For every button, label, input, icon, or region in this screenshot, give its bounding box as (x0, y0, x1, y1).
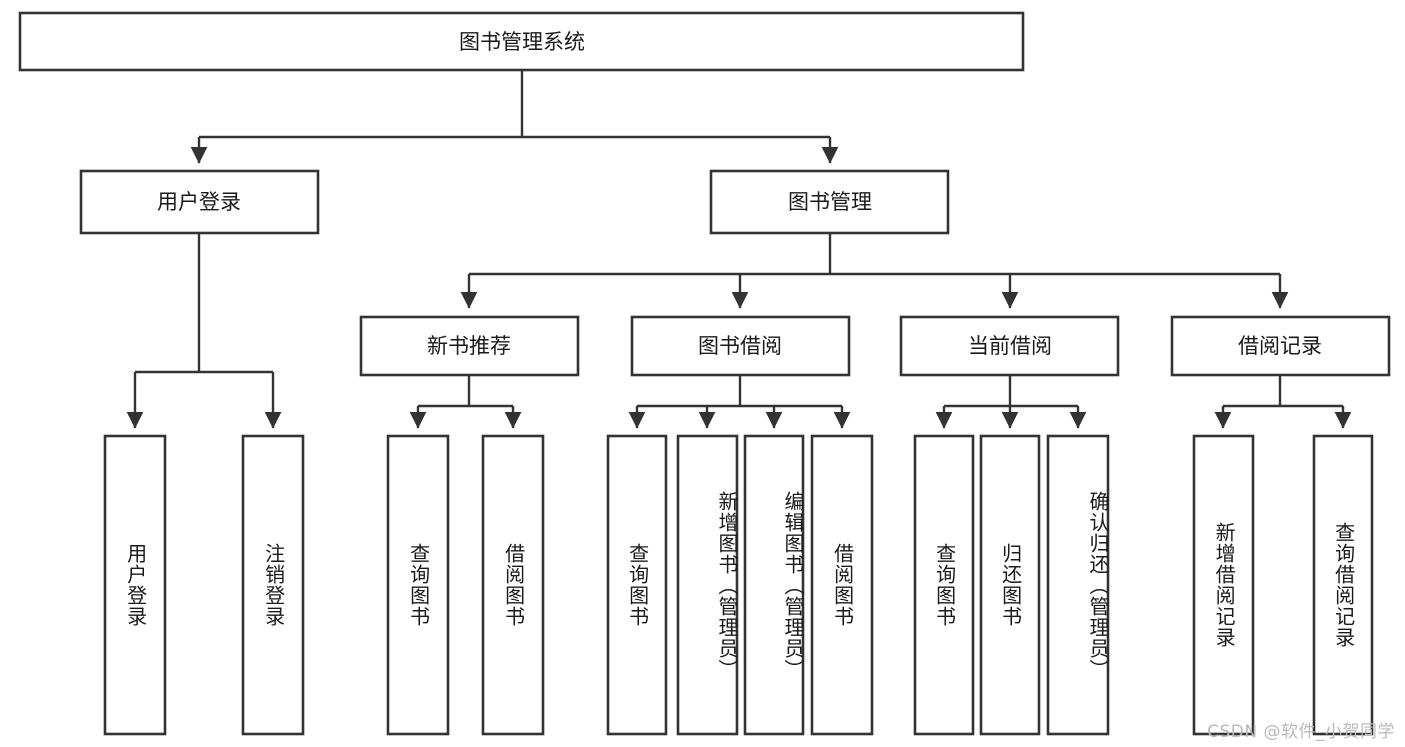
node-borrow-record[interactable] (1170, 315, 1391, 377)
node-leaf-add-borrow-record[interactable] (1192, 434, 1255, 736)
connector-root-to-level2 (190, 70, 839, 164)
node-leaf-query-book-2[interactable] (606, 434, 668, 736)
node-book-borrow[interactable] (630, 315, 851, 377)
node-leaf-query-book-1[interactable] (386, 434, 450, 736)
node-leaf-edit-book[interactable] (743, 434, 805, 736)
node-leaf-add-book[interactable] (676, 434, 739, 736)
connector-bookmgmt-to-level3 (460, 234, 1289, 309)
label-new-book-recommend: 新书推荐 (427, 334, 511, 358)
connector-bookborrow-to-leaves (628, 376, 851, 429)
label-borrow-record: 借阅记录 (1238, 334, 1322, 358)
connector-borrowrecord-to-leaves (1214, 376, 1352, 429)
node-current-borrow[interactable] (899, 315, 1120, 377)
node-leaf-confirm-return[interactable] (1046, 434, 1110, 736)
label-book-management: 图书管理 (788, 190, 872, 214)
node-leaf-borrow-book-1[interactable] (481, 434, 545, 736)
node-leaf-query-borrow-record[interactable] (1312, 434, 1374, 736)
label-book-borrow: 图书借阅 (698, 334, 782, 358)
node-leaf-return-book[interactable] (979, 434, 1041, 736)
connector-userlogin-to-leaves (126, 234, 282, 429)
connector-currentborrow-to-leaves (935, 376, 1087, 429)
node-leaf-user-login[interactable] (103, 434, 167, 736)
connector-newbook-to-leaves (409, 376, 522, 429)
node-leaf-borrow-book-2[interactable] (810, 434, 874, 736)
label-current-borrow: 当前借阅 (968, 334, 1052, 358)
label-root: 图书管理系统 (459, 30, 585, 54)
node-new-book-recommend[interactable] (359, 315, 580, 377)
node-root[interactable] (18, 11, 1025, 72)
watermark-text: CSDN @软件_小贺同学 (1207, 722, 1395, 742)
node-book-management[interactable] (709, 169, 950, 235)
node-leaf-logout-login[interactable] (241, 434, 305, 736)
label-user-login: 用户登录 (157, 190, 241, 214)
node-leaf-query-book-3[interactable] (913, 434, 975, 736)
node-user-login[interactable] (79, 169, 320, 235)
